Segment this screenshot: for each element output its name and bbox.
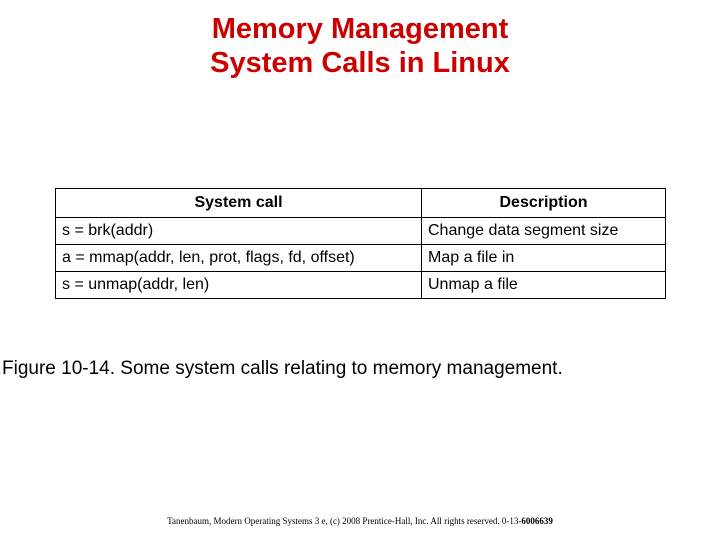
cell-description: Map a file in (421, 244, 666, 272)
copyright-footer: Tanenbaum, Modern Operating Systems 3 e,… (0, 515, 720, 527)
column-header-system-call: System call (55, 188, 422, 218)
table-row: s = brk(addr) Change data segment size (55, 217, 666, 245)
column-header-description: Description (421, 188, 666, 218)
copyright-text: Tanenbaum, Modern Operating Systems 3 e,… (167, 516, 522, 526)
table-body: s = brk(addr) Change data segment size a… (55, 217, 666, 299)
cell-system-call: a = mmap(addr, len, prot, flags, fd, off… (55, 244, 422, 272)
figure-caption: Figure 10-14. Some system calls relating… (2, 358, 563, 379)
isbn-number: 6006639 (521, 516, 553, 526)
cell-system-call: s = unmap(addr, len) (55, 271, 422, 299)
table-row: a = mmap(addr, len, prot, flags, fd, off… (55, 244, 666, 272)
page-title-line-2: System Calls in Linux (210, 47, 510, 79)
cell-description: Unmap a file (421, 271, 666, 299)
cell-system-call: s = brk(addr) (55, 217, 422, 245)
syscall-table: System call Description s = brk(addr) Ch… (55, 188, 666, 299)
syscall-table-container: System call Description s = brk(addr) Ch… (55, 188, 666, 299)
page-title-line-1: Memory Management (211, 13, 509, 45)
table-row: s = unmap(addr, len) Unmap a file (55, 271, 666, 299)
page-title: Memory Management System Calls in Linux (0, 12, 720, 80)
cell-description: Change data segment size (421, 217, 666, 245)
table-header: System call Description (55, 188, 666, 218)
table-header-row: System call Description (55, 188, 666, 218)
